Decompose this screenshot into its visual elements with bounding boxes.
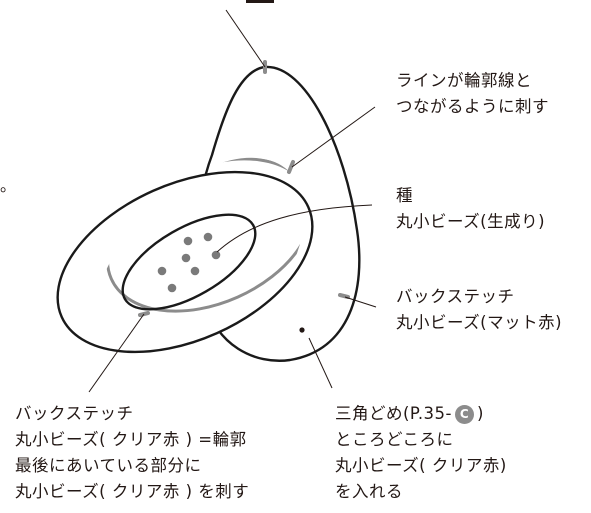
label-line: 丸小ビーズ(生成り) xyxy=(396,212,546,231)
label-line: ラインが輪郭線と xyxy=(396,71,532,90)
label-line: バックステッチ xyxy=(396,287,515,306)
label-triangle-stop: 三角どめ(P.35-C) ところどころに 丸小ビーズ( クリア赤) を入れる xyxy=(335,401,507,505)
seed-bead xyxy=(203,232,213,242)
edge-punctuation: 。 xyxy=(0,176,17,195)
label-line: 最後にあいている部分に xyxy=(15,456,202,475)
seed-bead xyxy=(167,283,177,293)
label-text: ) xyxy=(477,404,484,423)
leader-top xyxy=(225,9,266,68)
leader-seed xyxy=(216,204,373,253)
seed-bead xyxy=(211,250,221,260)
seed-bead xyxy=(190,266,200,276)
avocado-pit-outline xyxy=(121,213,257,311)
leader-line-to-outline xyxy=(291,106,376,168)
label-line: 種 xyxy=(396,186,413,205)
label-seed: 種 丸小ビーズ(生成り) xyxy=(396,183,545,235)
leader-matte xyxy=(344,296,377,308)
label-line: 丸小ビーズ(マット赤) xyxy=(396,313,563,332)
label-text: 三角どめ(P.35- xyxy=(335,404,453,423)
page-ref-badge: C xyxy=(455,405,475,424)
label-back-stitch-clear: バックステッチ 丸小ビーズ( クリア赤 ) =輪郭 最後にあいている部分に 丸小… xyxy=(15,401,249,505)
seed-bead xyxy=(181,253,191,263)
label-line-to-outline: ラインが輪郭線と つながるように刺す xyxy=(396,68,549,120)
label-line: 丸小ビーズ( クリア赤 ) を刺す xyxy=(15,482,250,501)
leader-lines xyxy=(88,9,377,393)
seed-bead xyxy=(157,266,167,276)
label-back-stitch-matte: バックステッチ 丸小ビーズ(マット赤) xyxy=(396,284,562,336)
label-line: 丸小ビーズ( クリア赤 ) =輪郭 xyxy=(15,430,247,449)
label-line: バックステッチ xyxy=(15,404,134,423)
label-line: 丸小ビーズ( クリア赤) xyxy=(335,456,507,475)
seed-beads xyxy=(157,232,221,293)
triangle-stop-dot xyxy=(299,327,305,333)
label-line: ところどころに xyxy=(335,430,454,449)
seed-bead xyxy=(183,236,193,246)
avocado-back-outline xyxy=(197,65,361,362)
label-line: 三角どめ(P.35-C) xyxy=(335,401,507,427)
label-line: つながるように刺す xyxy=(396,97,549,116)
leader-clear xyxy=(88,313,145,393)
leader-triangle xyxy=(308,337,333,389)
top-edge-mark xyxy=(246,0,274,3)
label-line: を入れる xyxy=(335,482,403,501)
